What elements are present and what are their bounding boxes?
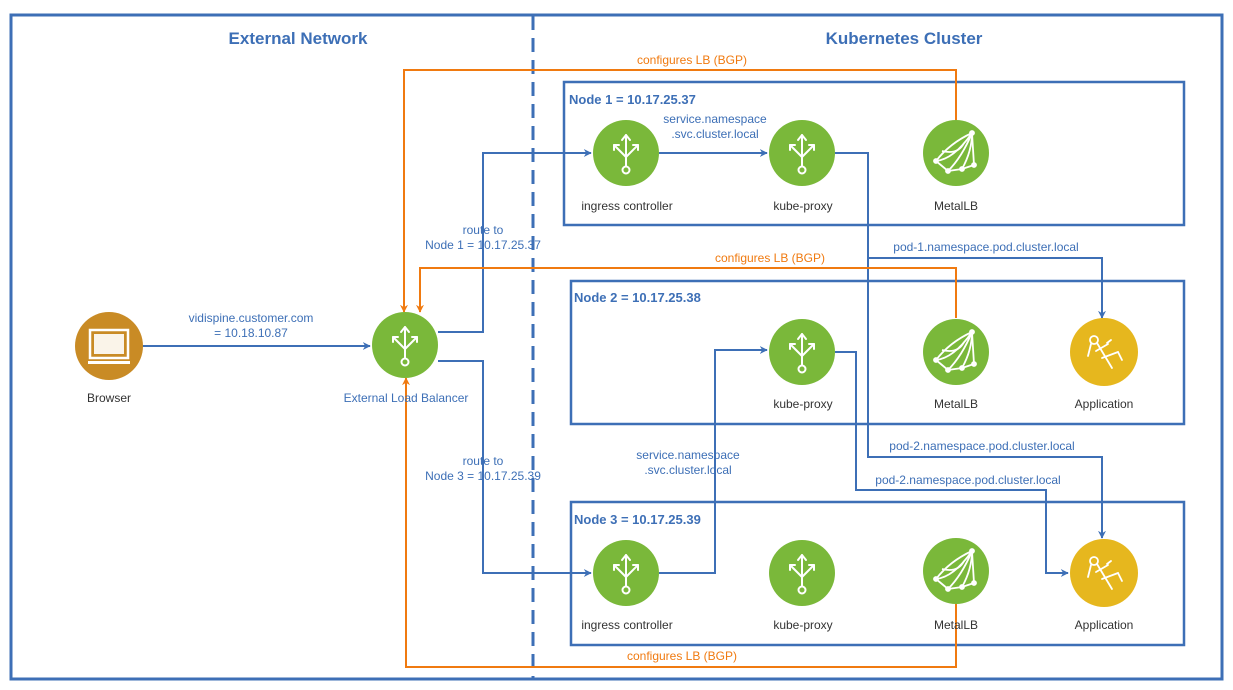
kubeproxy1-label: kube-proxy <box>773 199 832 213</box>
label-configures-lb-1: configures LB (BGP) <box>637 53 747 67</box>
edge-metallb1-elb <box>400 69 957 313</box>
metallb3-label: MetalLB <box>934 618 978 632</box>
edge-kubeproxy1-app3 <box>867 258 1106 539</box>
node-1-title: Node 1 = 10.17.25.37 <box>569 92 696 107</box>
node-2-title: Node 2 = 10.17.25.38 <box>574 290 701 305</box>
label-svc-node3-a: service.namespace <box>636 448 740 462</box>
metallb-node3: MetalLB <box>923 538 989 632</box>
outer-frame <box>9 13 1224 681</box>
ingress-controller-node3: ingress controller <box>581 540 673 632</box>
application-node2: Application <box>1070 318 1138 411</box>
app3-label: Application <box>1075 618 1134 632</box>
edge-kubeproxy2-app3 <box>835 351 1069 577</box>
ingress3-label: ingress controller <box>581 618 672 632</box>
node-3-title: Node 3 = 10.17.25.39 <box>574 512 701 527</box>
app2-label: Application <box>1075 397 1134 411</box>
kube-proxy-node3: kube-proxy <box>769 540 835 632</box>
label-configures-lb-3: configures LB (BGP) <box>627 649 737 663</box>
label-svc-node1-a: service.namespace <box>663 112 767 126</box>
metallb-node2: MetalLB <box>923 319 989 411</box>
label-svc-node3-b: .svc.cluster.local <box>644 463 731 477</box>
application-node3: Application <box>1070 539 1138 632</box>
label-pod1: pod-1.namespace.pod.cluster.local <box>893 240 1078 254</box>
external-load-balancer: External Load Balancer <box>344 312 469 405</box>
kubeproxy3-label: kube-proxy <box>773 618 832 632</box>
edge-ingress3-kubeproxy2 <box>659 346 768 574</box>
browser: Browser <box>75 312 143 405</box>
node-2-box: Node 2 = 10.17.25.38 <box>569 279 1186 426</box>
browser-label: Browser <box>87 391 131 405</box>
label-svc-node1-b: .svc.cluster.local <box>671 127 758 141</box>
label-route-node3-a: route to <box>463 454 504 468</box>
elb-label: External Load Balancer <box>344 391 469 405</box>
metallb2-label: MetalLB <box>934 397 978 411</box>
monitor-icon <box>88 328 130 364</box>
ingress1-label: ingress controller <box>581 199 672 213</box>
edge-metallb2-elb <box>416 267 957 318</box>
edge-metallb3-elb <box>402 377 957 668</box>
label-configures-lb-2: configures LB (BGP) <box>715 251 825 265</box>
label-route-node1-a: route to <box>463 223 504 237</box>
label-browser-hostname: vidispine.customer.com <box>189 311 314 325</box>
label-route-node3-b: Node 3 = 10.17.25.39 <box>425 469 541 483</box>
kubeproxy2-label: kube-proxy <box>773 397 832 411</box>
metallb1-label: MetalLB <box>934 199 978 213</box>
metallb-node1: MetalLB <box>923 120 989 213</box>
label-pod2-b: pod-2.namespace.pod.cluster.local <box>875 473 1060 487</box>
external-network-title: External Network <box>229 29 368 48</box>
label-pod2-a: pod-2.namespace.pod.cluster.local <box>889 439 1074 453</box>
edge-elb-ingress3 <box>438 360 592 577</box>
kube-proxy-node1: kube-proxy <box>769 120 835 213</box>
label-route-node1-b: Node 1 = 10.17.25.37 <box>425 238 541 252</box>
edge-elb-ingress1 <box>438 149 592 333</box>
kubernetes-cluster-title: Kubernetes Cluster <box>826 29 983 48</box>
label-browser-ip: = 10.18.10.87 <box>214 326 288 340</box>
ingress-controller-node1: ingress controller <box>581 120 673 213</box>
kube-proxy-node2: kube-proxy <box>769 319 835 411</box>
